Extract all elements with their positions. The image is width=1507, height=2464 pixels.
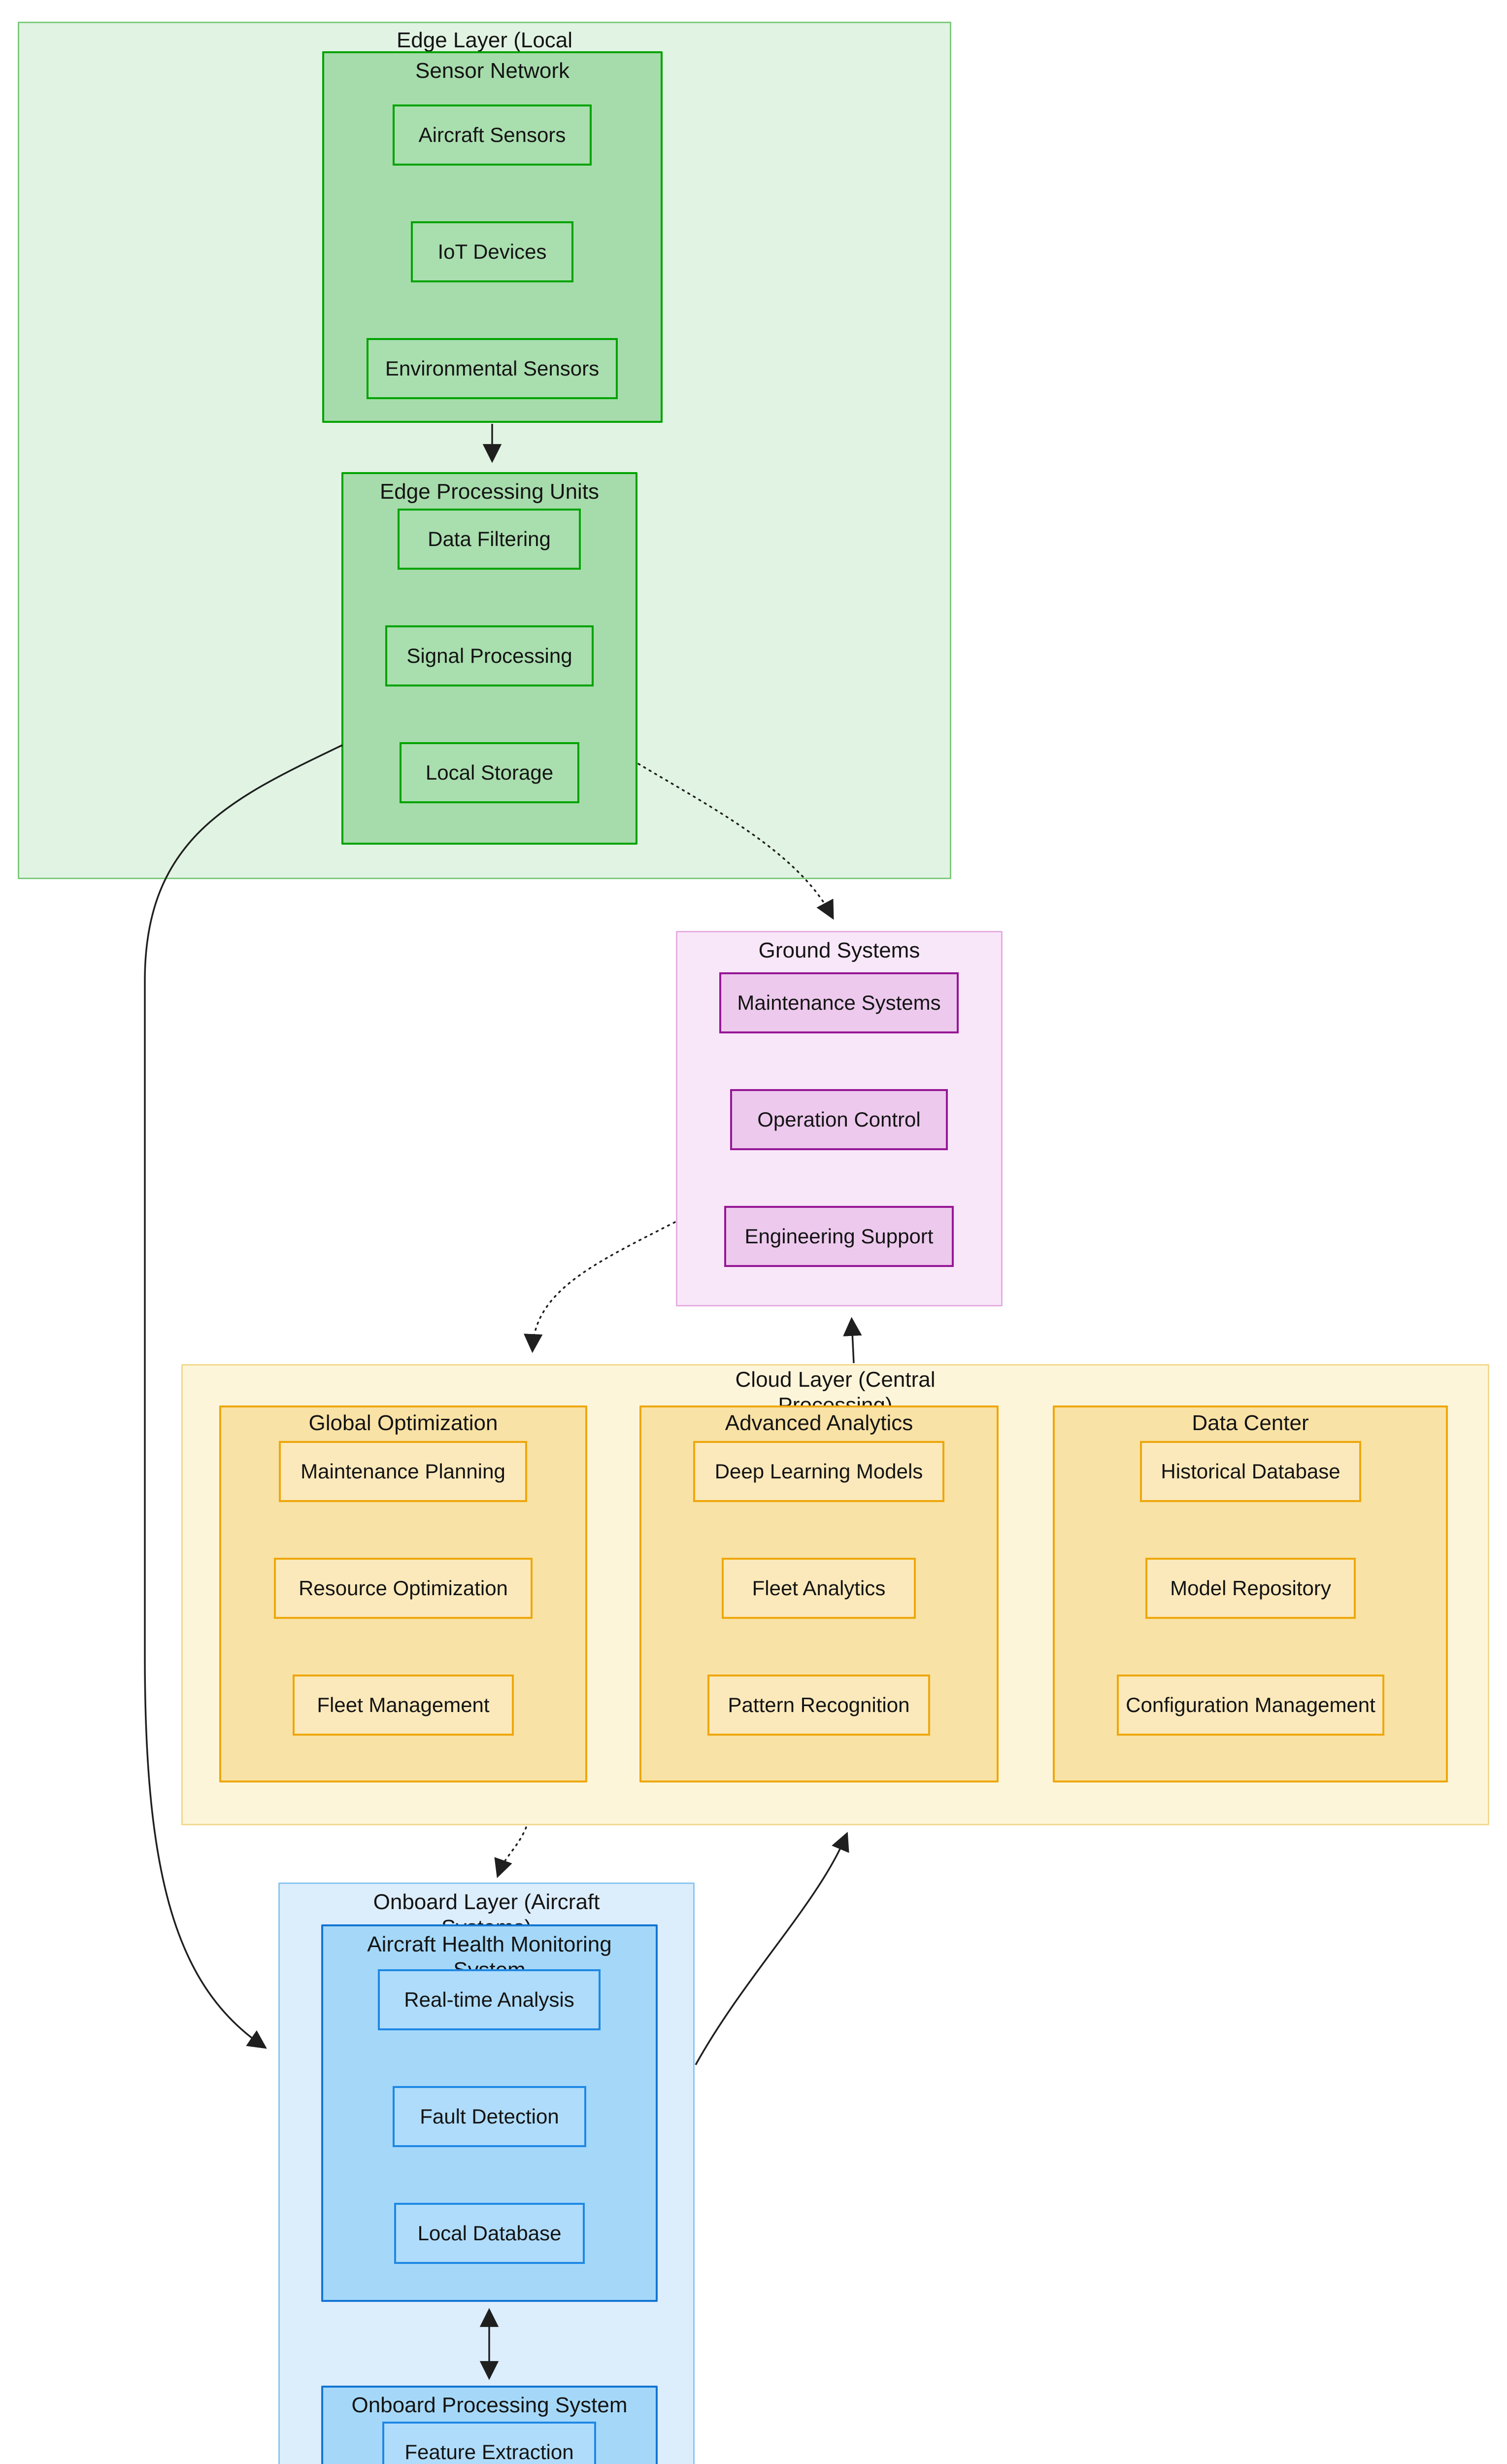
node-fleet-analytics: Fleet Analytics	[722, 1558, 916, 1619]
node-environmental-sensors: Environmental Sensors	[367, 338, 618, 399]
node-label: Feature Extraction	[404, 2440, 574, 2464]
edge-cloud-to-ground	[843, 1317, 862, 1364]
ground-systems-title: Ground Systems	[758, 938, 920, 962]
node-label: Historical Database	[1161, 1460, 1340, 1483]
node-label: IoT Devices	[437, 240, 547, 263]
sensor-network-title: Sensor Network	[415, 59, 569, 83]
node-fleet-management: Fleet Management	[293, 1675, 514, 1736]
node-label: Resource Optimization	[299, 1576, 508, 1600]
onboard-layer-title-line1: Onboard Layer (Aircraft	[373, 1890, 600, 1914]
node-iot-devices: IoT Devices	[411, 221, 573, 282]
node-label: Model Repository	[1170, 1576, 1331, 1600]
node-label: Deep Learning Models	[714, 1460, 923, 1483]
node-local-storage: Local Storage	[400, 742, 579, 803]
node-label: Local Storage	[425, 761, 554, 784]
node-label: Signal Processing	[406, 644, 572, 667]
edge-processing-units-title: Edge Processing Units	[379, 479, 600, 504]
node-label: Fleet Analytics	[752, 1576, 886, 1600]
node-label: Local Database	[417, 2222, 562, 2245]
edge-cloud-to-onboard	[494, 1826, 527, 1879]
onboard-processing-system-title: Onboard Processing System	[351, 2393, 628, 2417]
node-resource-optimization: Resource Optimization	[274, 1558, 533, 1619]
node-label: Fleet Management	[317, 1693, 490, 1716]
node-configuration-management: Configuration Management	[1117, 1675, 1384, 1736]
node-label: Real-time Analysis	[404, 1988, 574, 2011]
node-fault-detection: Fault Detection	[393, 2086, 586, 2147]
node-operation-control: Operation Control	[730, 1089, 948, 1150]
node-label: Environmental Sensors	[385, 357, 600, 380]
node-data-filtering: Data Filtering	[398, 509, 581, 570]
node-label: Maintenance Systems	[737, 991, 941, 1014]
node-label: Fault Detection	[420, 2105, 559, 2128]
aircraft-health-monitoring-title-line1: Aircraft Health Monitoring	[367, 1932, 612, 1956]
edge-layer-title-line1: Edge Layer (Local	[396, 28, 573, 52]
node-deep-learning-models: Deep Learning Models	[693, 1441, 944, 1502]
node-engineering-support: Engineering Support	[724, 1206, 954, 1267]
node-maintenance-planning: Maintenance Planning	[279, 1441, 527, 1502]
node-label: Pattern Recognition	[728, 1693, 910, 1716]
cloud-layer-title-line1: Cloud Layer (Central	[735, 1368, 936, 1392]
node-pattern-recognition: Pattern Recognition	[707, 1675, 930, 1736]
global-optimization-title: Global Optimization	[308, 1411, 498, 1435]
advanced-analytics-title: Advanced Analytics	[725, 1411, 913, 1435]
node-feature-extraction: Feature Extraction	[382, 2422, 596, 2464]
node-label: Maintenance Planning	[301, 1460, 505, 1483]
node-label: Data Filtering	[428, 527, 551, 550]
edge-ground-to-cloud	[524, 1221, 676, 1353]
node-label: Configuration Management	[1126, 1693, 1375, 1716]
node-historical-database: Historical Database	[1140, 1441, 1361, 1502]
node-label: Operation Control	[757, 1108, 921, 1131]
node-aircraft-sensors: Aircraft Sensors	[393, 104, 592, 166]
edge-onboard-to-cloud	[695, 1832, 849, 2065]
node-real-time-analysis: Real-time Analysis	[378, 1969, 601, 2030]
node-label: Engineering Support	[744, 1225, 934, 1248]
node-maintenance-systems: Maintenance Systems	[719, 972, 959, 1033]
node-label: Aircraft Sensors	[418, 123, 566, 146]
node-local-database: Local Database	[394, 2203, 585, 2264]
node-signal-processing: Signal Processing	[385, 625, 594, 686]
data-center-title: Data Center	[1192, 1411, 1309, 1435]
node-model-repository: Model Repository	[1145, 1558, 1356, 1619]
